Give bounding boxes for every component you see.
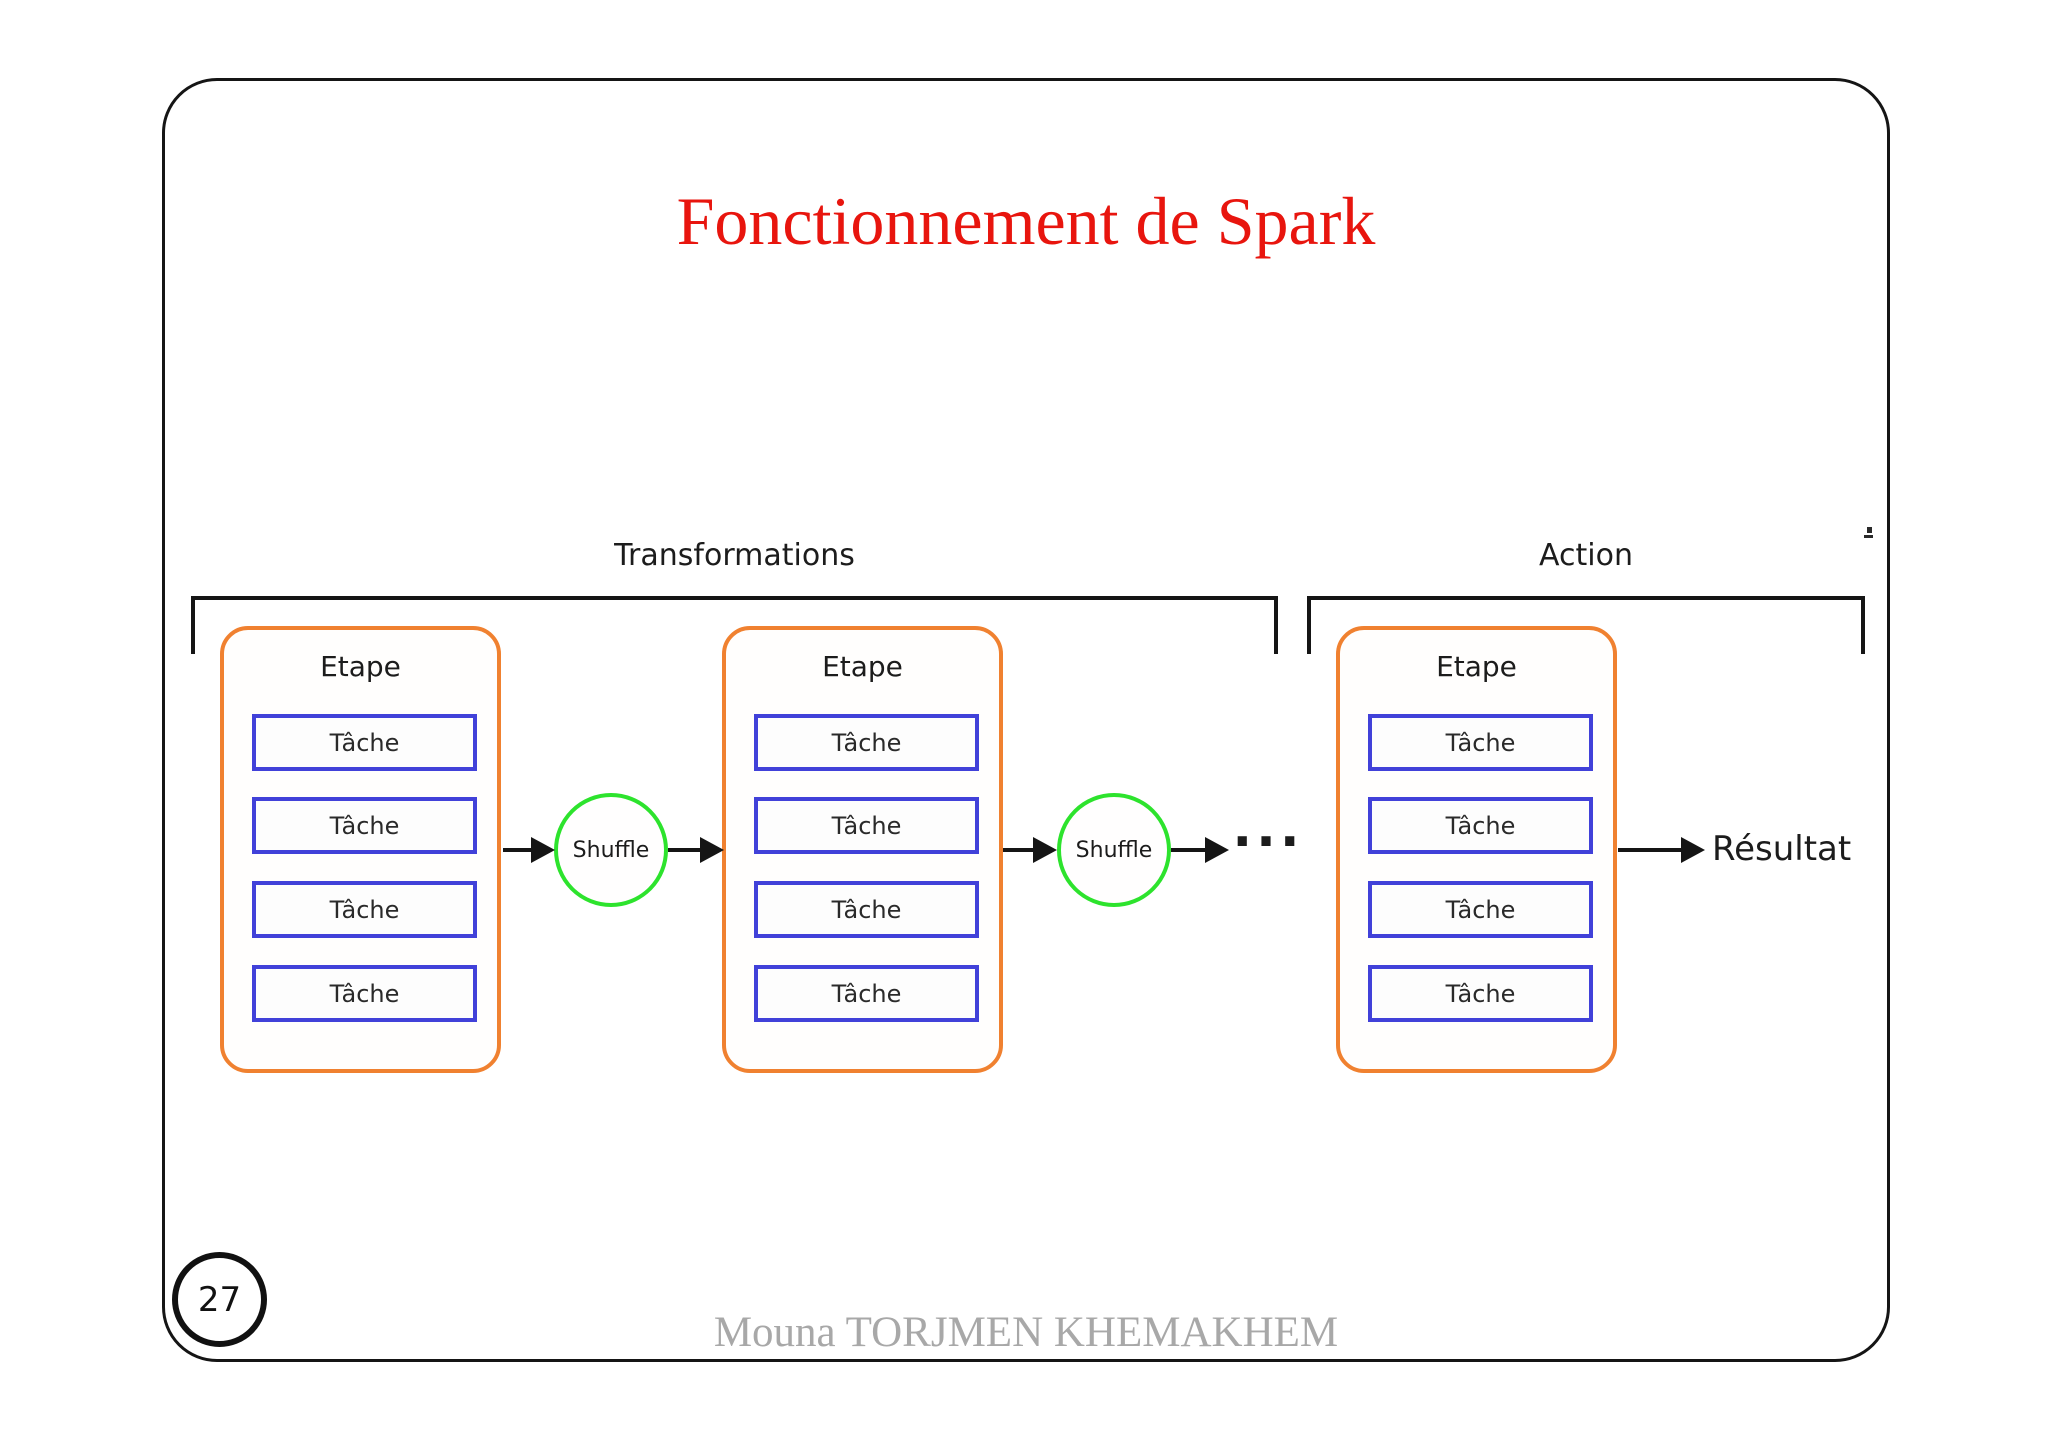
arrow-line	[503, 848, 539, 852]
task-box: Tâche	[252, 797, 477, 854]
task-box: Tâche	[1368, 797, 1593, 854]
flow-arrow	[503, 836, 555, 864]
flow-arrow	[668, 836, 724, 864]
task-label: Tâche	[329, 811, 400, 840]
page-number-badge: 27	[172, 1252, 267, 1347]
transformations-bracket	[191, 596, 1278, 654]
task-box: Tâche	[754, 797, 979, 854]
task-box: Tâche	[252, 881, 477, 938]
task-label: Tâche	[1445, 979, 1516, 1008]
task-label: Tâche	[1445, 811, 1516, 840]
arrow-line	[668, 848, 708, 852]
task-box: Tâche	[252, 714, 477, 771]
task-label: Tâche	[1445, 895, 1516, 924]
shuffle-label: Shuffle	[572, 837, 650, 863]
group-label-action: Action	[1539, 538, 1633, 573]
task-box: Tâche	[754, 714, 979, 771]
shuffle-label: Shuffle	[1075, 837, 1153, 863]
task-box: Tâche	[754, 881, 979, 938]
slide-title: Fonctionnement de Spark	[676, 183, 1376, 259]
arrow-head-icon	[1681, 837, 1705, 863]
task-box: Tâche	[1368, 881, 1593, 938]
stage-box: Etape Tâche Tâche Tâche Tâche	[1336, 626, 1617, 1073]
arrow-head-icon	[1205, 837, 1229, 863]
stray-mark-artifact	[1864, 527, 1874, 543]
arrow-head-icon	[700, 837, 724, 863]
flow-arrow	[1003, 836, 1057, 864]
task-label: Tâche	[329, 979, 400, 1008]
task-label: Tâche	[329, 895, 400, 924]
group-label-transformations: Transformations	[614, 538, 855, 573]
stage-box: Etape Tâche Tâche Tâche Tâche	[220, 626, 501, 1073]
flow-arrow	[1618, 836, 1705, 864]
task-label: Tâche	[1445, 728, 1516, 757]
shuffle-circle: Shuffle	[554, 793, 668, 907]
arrow-line	[1171, 848, 1213, 852]
arrow-line	[1003, 848, 1041, 852]
task-box: Tâche	[1368, 714, 1593, 771]
stage-title: Etape	[1436, 650, 1517, 683]
page-number: 27	[197, 1279, 242, 1320]
task-box: Tâche	[754, 965, 979, 1022]
stray-dash	[1864, 535, 1873, 538]
footer-author: Mouna TORJMEN KHEMAKHEM	[713, 1309, 1339, 1356]
arrow-head-icon	[1033, 837, 1057, 863]
task-label: Tâche	[831, 728, 902, 757]
task-box: Tâche	[1368, 965, 1593, 1022]
shuffle-circle: Shuffle	[1057, 793, 1171, 907]
task-label: Tâche	[329, 728, 400, 757]
stray-dot	[1867, 527, 1872, 533]
stage-box: Etape Tâche Tâche Tâche Tâche	[722, 626, 1003, 1073]
task-label: Tâche	[831, 895, 902, 924]
result-label: Résultat	[1712, 829, 1852, 869]
flow-arrow	[1171, 836, 1229, 864]
ellipsis-dots: ···	[1232, 812, 1304, 872]
stage-title: Etape	[822, 650, 903, 683]
arrow-line	[1618, 848, 1689, 852]
task-box: Tâche	[252, 965, 477, 1022]
task-label: Tâche	[831, 979, 902, 1008]
stage-title: Etape	[320, 650, 401, 683]
arrow-head-icon	[531, 837, 555, 863]
task-label: Tâche	[831, 811, 902, 840]
action-bracket	[1307, 596, 1865, 654]
